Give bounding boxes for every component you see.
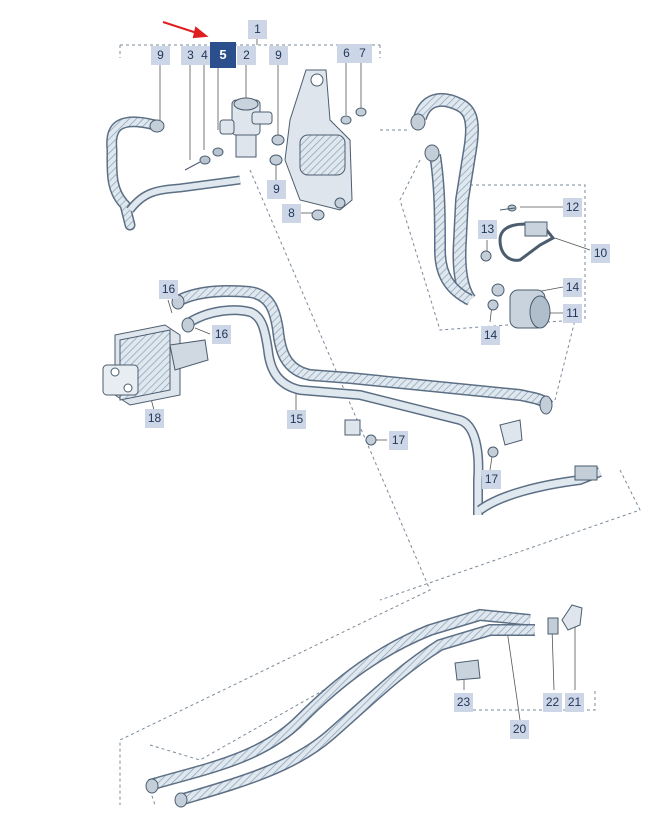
oil-cooler bbox=[102, 324, 209, 406]
hose-lower bbox=[145, 604, 583, 808]
callout-8[interactable]: 8 bbox=[282, 204, 301, 223]
callout-11[interactable]: 11 bbox=[563, 304, 582, 323]
callout-6[interactable]: 6 bbox=[337, 44, 356, 63]
pump-bracket bbox=[269, 69, 367, 221]
callout-9-left[interactable]: 9 bbox=[151, 46, 170, 65]
hose-upper-right bbox=[410, 92, 479, 306]
leader-lines bbox=[149, 30, 591, 721]
callout-20[interactable]: 20 bbox=[510, 720, 529, 739]
callout-14-right[interactable]: 14 bbox=[563, 278, 582, 297]
callout-2[interactable]: 2 bbox=[237, 46, 256, 65]
callout-13[interactable]: 13 bbox=[478, 220, 497, 239]
callout-9-top[interactable]: 9 bbox=[269, 46, 288, 65]
pump-and-clamp bbox=[480, 204, 556, 329]
callout-14-lower[interactable]: 14 bbox=[481, 326, 500, 345]
callout-22[interactable]: 22 bbox=[543, 693, 562, 712]
callout-15[interactable]: 15 bbox=[287, 410, 306, 429]
hose-middle bbox=[171, 284, 602, 515]
pointer-arrow bbox=[162, 21, 209, 39]
callout-23[interactable]: 23 bbox=[454, 693, 473, 712]
callout-7[interactable]: 7 bbox=[353, 44, 372, 63]
callout-16-right[interactable]: 16 bbox=[212, 325, 231, 344]
callout-4[interactable]: 4 bbox=[195, 46, 214, 65]
callout-1[interactable]: 1 bbox=[248, 20, 267, 39]
callout-12[interactable]: 12 bbox=[563, 198, 582, 217]
callout-17-right[interactable]: 17 bbox=[482, 470, 501, 489]
valve-assembly bbox=[184, 97, 273, 171]
callout-18[interactable]: 18 bbox=[145, 409, 164, 428]
callout-21[interactable]: 21 bbox=[565, 693, 584, 712]
callout-9-lower[interactable]: 9 bbox=[267, 180, 286, 199]
callout-5-selected[interactable]: 5 bbox=[210, 42, 236, 68]
callout-10[interactable]: 10 bbox=[591, 244, 610, 263]
callout-16-top[interactable]: 16 bbox=[159, 280, 178, 299]
hose-upper-left bbox=[106, 116, 241, 231]
callout-17-left[interactable]: 17 bbox=[389, 431, 408, 450]
